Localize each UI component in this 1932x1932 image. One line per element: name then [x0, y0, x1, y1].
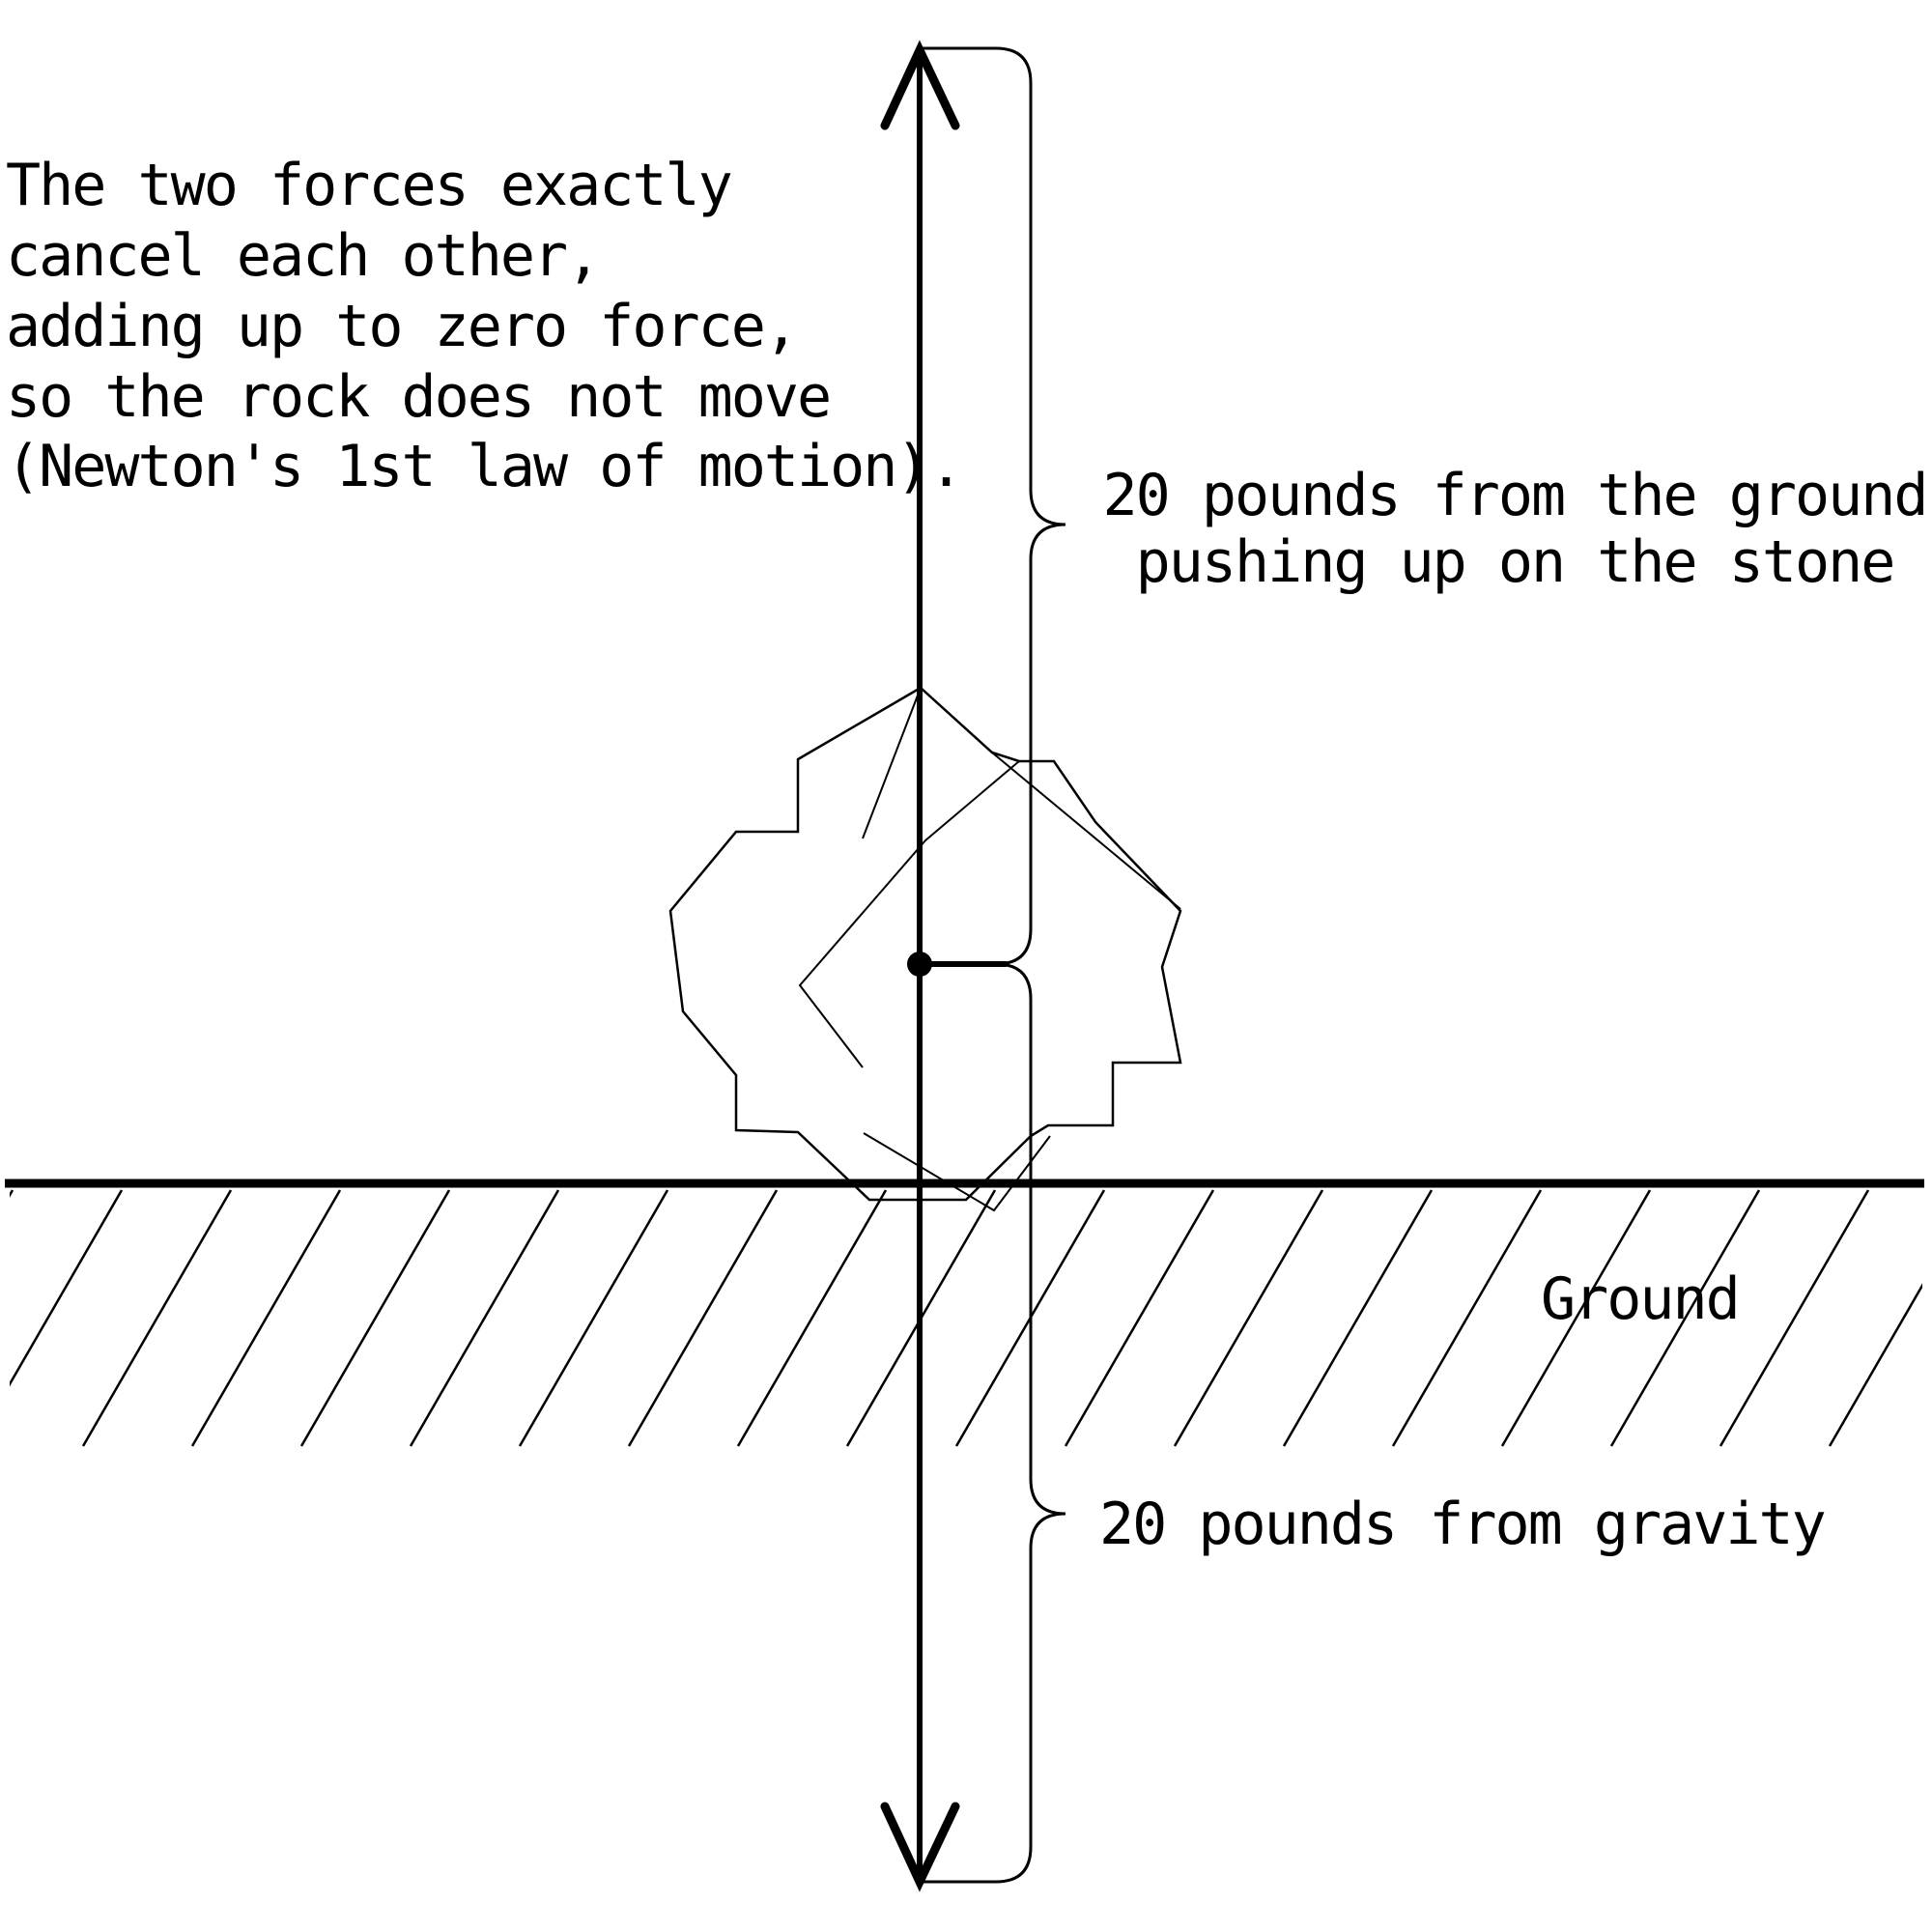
note-line-4: so the rock does not move — [6, 363, 830, 431]
lower-brace — [921, 962, 1066, 1884]
note-line-1: The two forces exactly — [6, 152, 731, 219]
force-arrow — [880, 40, 1007, 1892]
note-line-5: (Newton's 1st law of motion). — [6, 433, 962, 500]
rock-outline — [668, 686, 1182, 1202]
down-force-label: 20 pounds from gravity — [1099, 1491, 1825, 1558]
upper-brace — [921, 46, 1066, 966]
rock-scribble-lines — [798, 687, 1181, 1212]
up-force-label: 20 pounds from the ground pushing up on … — [1102, 462, 1928, 596]
note-line-3: adding up to zero force, — [6, 293, 797, 360]
note-line-2: cancel each other, — [6, 222, 599, 290]
down-arrowhead-icon — [880, 1802, 960, 1892]
ground-label: Ground — [1541, 1265, 1739, 1333]
up-force-label-line-1: 20 pounds from the ground — [1102, 462, 1926, 529]
up-arrowhead-icon — [880, 40, 960, 130]
rock — [668, 686, 1182, 1212]
up-force-label-line-2: pushing up on the stone — [1136, 528, 1894, 596]
note-block: The two forces exactly cancel each other… — [6, 152, 964, 500]
